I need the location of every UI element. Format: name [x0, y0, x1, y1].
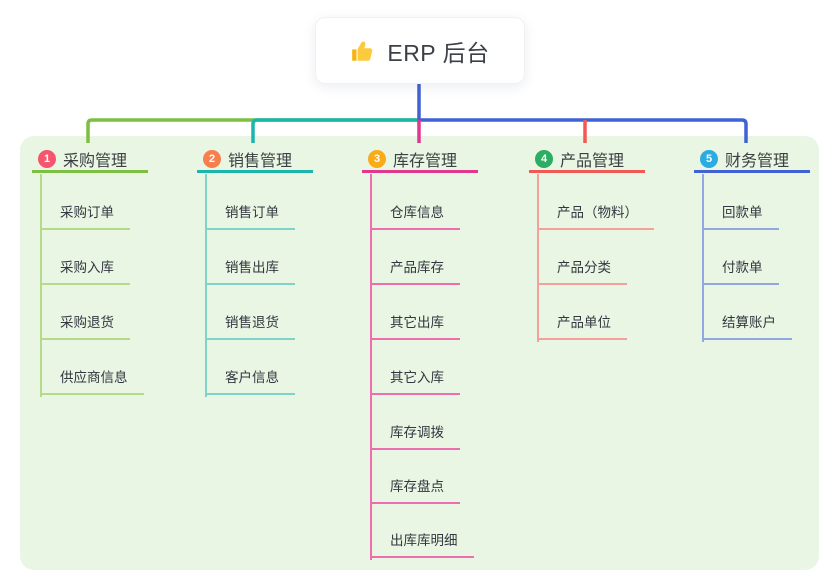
branch-rail-purchase — [40, 174, 42, 397]
leaf-label: 销售出库 — [225, 260, 279, 275]
leaf-node[interactable]: 产品单位 — [537, 308, 627, 340]
branch-title-inventory: 库存管理 — [393, 152, 458, 170]
branch-node-sales[interactable]: 2 销售管理 — [197, 147, 313, 173]
leaf-node[interactable]: 产品分类 — [537, 253, 627, 285]
leaf-node[interactable]: 采购入库 — [40, 253, 130, 285]
branch-rail-product — [537, 174, 539, 342]
leaf-label: 产品库存 — [390, 260, 444, 275]
leaf-label: 其它出库 — [390, 315, 444, 330]
branch-rail-finance — [702, 174, 704, 342]
branch-title-product: 产品管理 — [560, 152, 625, 170]
branch-node-purchase[interactable]: 1 采购管理 — [32, 147, 148, 173]
leaf-node[interactable]: 库存调拨 — [370, 418, 460, 450]
branch-title-finance: 财务管理 — [725, 152, 790, 170]
branch-node-finance[interactable]: 5 财务管理 — [694, 147, 810, 173]
leaf-node[interactable]: 客户信息 — [205, 363, 295, 395]
branch-badge-finance: 5 — [700, 149, 718, 168]
leaf-node[interactable]: 库存盘点 — [370, 472, 460, 504]
leaf-node[interactable]: 销售退货 — [205, 308, 295, 340]
branch-node-inventory[interactable]: 3 库存管理 — [362, 147, 478, 173]
leaf-label: 客户信息 — [225, 370, 279, 385]
leaf-label: 库存盘点 — [390, 479, 444, 494]
leaf-node[interactable]: 出库库明细 — [370, 526, 474, 558]
leaf-label: 供应商信息 — [60, 370, 128, 385]
branch-rail-sales — [205, 174, 207, 397]
leaf-label: 库存调拨 — [390, 425, 444, 440]
leaf-label: 结算账户 — [722, 315, 776, 330]
branch-node-product[interactable]: 4 产品管理 — [529, 147, 645, 173]
leaf-label: 产品（物料） — [557, 205, 638, 220]
leaf-label: 采购退货 — [60, 315, 114, 330]
branch-badge-inventory: 3 — [368, 149, 386, 168]
leaf-label: 采购订单 — [60, 205, 114, 220]
root-node[interactable]: ERP 后台 — [315, 17, 525, 84]
leaf-label: 付款单 — [722, 260, 763, 275]
leaf-node[interactable]: 回款单 — [702, 198, 779, 230]
branch-title-purchase: 采购管理 — [63, 152, 128, 170]
leaf-label: 销售订单 — [225, 205, 279, 220]
leaf-node[interactable]: 仓库信息 — [370, 198, 460, 230]
branch-rail-inventory — [370, 174, 372, 560]
branch-badge-purchase: 1 — [38, 149, 56, 168]
leaf-label: 仓库信息 — [390, 205, 444, 220]
leaf-node[interactable]: 其它入库 — [370, 363, 460, 395]
leaf-node[interactable]: 产品库存 — [370, 253, 460, 285]
leaf-node[interactable]: 销售出库 — [205, 253, 295, 285]
leaf-node[interactable]: 其它出库 — [370, 308, 460, 340]
leaf-label: 其它入库 — [390, 370, 444, 385]
leaf-node[interactable]: 付款单 — [702, 253, 779, 285]
branches-panel — [20, 136, 819, 570]
leaf-node[interactable]: 供应商信息 — [40, 363, 144, 395]
branch-badge-product: 4 — [535, 149, 553, 168]
leaf-node[interactable]: 产品（物料） — [537, 198, 654, 230]
leaf-label: 回款单 — [722, 205, 763, 220]
leaf-node[interactable]: 销售订单 — [205, 198, 295, 230]
thumbs-up-icon — [352, 40, 373, 61]
branch-badge-sales: 2 — [203, 149, 221, 168]
leaf-label: 产品单位 — [557, 315, 611, 330]
leaf-label: 出库库明细 — [390, 533, 458, 548]
leaf-node[interactable]: 采购订单 — [40, 198, 130, 230]
connector-finance — [417, 83, 748, 143]
leaf-label: 销售退货 — [225, 315, 279, 330]
root-title: ERP 后台 — [387, 39, 490, 66]
leaf-node[interactable]: 结算账户 — [702, 308, 792, 340]
branch-title-sales: 销售管理 — [228, 152, 293, 170]
leaf-label: 采购入库 — [60, 260, 114, 275]
leaf-node[interactable]: 采购退货 — [40, 308, 130, 340]
leaf-label: 产品分类 — [557, 260, 611, 275]
